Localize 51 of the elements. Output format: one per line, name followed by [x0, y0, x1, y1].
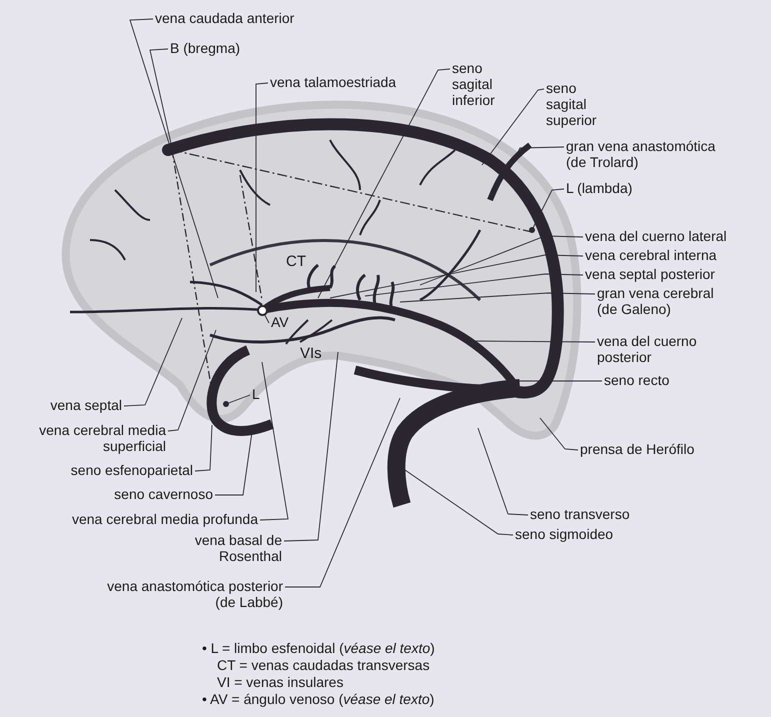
vein-label: vena del cuerno lateral	[585, 228, 727, 244]
leader-line	[129, 18, 218, 298]
leader-line	[264, 314, 270, 324]
vein-label: vena basal de Rosenthal	[172, 532, 282, 564]
leader-line	[330, 254, 584, 298]
vein-label: seno sigmoideo	[515, 526, 614, 542]
vein-label: seno sagital superior	[546, 80, 616, 128]
leader-line	[284, 352, 338, 542]
leader-line	[404, 470, 514, 536]
legend-note: • L = limbo esfenoidal (véase el texto)	[202, 640, 435, 657]
leader-line	[284, 398, 400, 588]
leader-line	[223, 394, 250, 407]
vein-label: seno sagital inferior	[452, 60, 522, 108]
leader-line	[482, 88, 544, 166]
vein-label: vena septal	[50, 397, 122, 413]
vein-label: vena del cuerno posterior	[597, 333, 709, 365]
vein-label: vena caudada anterior	[155, 10, 294, 26]
vein-label: seno recto	[604, 372, 670, 388]
vein-label: vena anastomótica posterior (de Labbé)	[88, 578, 283, 610]
abbreviation-label: VIs	[300, 346, 322, 362]
vein-label: gran vena anastomótica (de Trolard)	[566, 138, 734, 170]
vein-label: gran vena cerebral (de Galeno)	[597, 285, 732, 317]
leader-line	[420, 236, 584, 286]
vein-label: vena talamoestriada	[270, 74, 396, 90]
leader-line	[194, 424, 212, 472]
abbreviation-label: CT	[286, 254, 306, 270]
legend-note: CT = venas caudadas transversas	[216, 657, 431, 674]
vein-label: vena septal posterior	[585, 266, 715, 282]
leader-line	[168, 330, 216, 432]
leader-line	[318, 68, 450, 298]
vein-label: B (bregma)	[170, 40, 240, 56]
legend-note: VI = venas insulares	[216, 674, 344, 691]
vein-label: vena cerebral media superficial	[16, 422, 166, 454]
leader-line	[260, 362, 289, 520]
vein-label: seno esfenoparietal	[70, 462, 193, 478]
vein-label: vena cerebral media profunda	[72, 511, 258, 527]
leader-line	[256, 82, 268, 292]
vein-label: seno transverso	[530, 506, 630, 522]
leader-line	[124, 318, 182, 406]
vein-label: seno cavernoso	[114, 486, 213, 502]
leader-line	[478, 428, 528, 516]
leader-line	[529, 188, 564, 233]
legend-note: • AV = ángulo venoso (véase el texto)	[202, 691, 435, 708]
vein-label: L	[252, 386, 260, 402]
vein-label: vena cerebral interna	[585, 247, 717, 263]
leader-line	[540, 418, 578, 450]
leader-line	[400, 292, 596, 302]
leader-line	[364, 274, 584, 296]
vein-label: L (lambda)	[566, 180, 632, 196]
vein-label: AV	[271, 314, 289, 330]
vein-label: prensa de Herófilo	[580, 441, 694, 457]
